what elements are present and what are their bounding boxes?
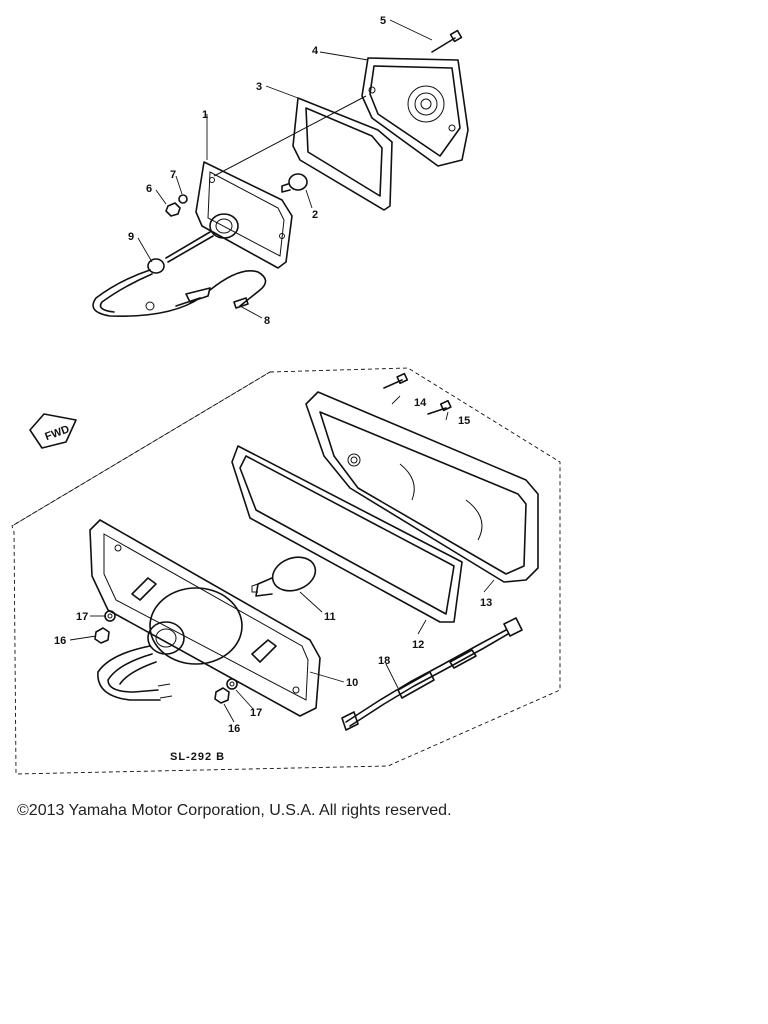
part-1-base-plate	[195, 161, 293, 269]
parts-diagram: 1 2 3 4 5 6 7 8 9 FWD	[11, 15, 561, 775]
part-17-washer-right	[226, 678, 238, 690]
callout-6: 6	[146, 183, 152, 195]
callout-17-left: 17	[76, 611, 88, 623]
part-6-nut	[165, 202, 181, 217]
callout-10: 10	[346, 677, 358, 689]
callout-7: 7	[170, 169, 176, 181]
callout-18-wire: 18	[378, 655, 390, 667]
callout-15: 15	[458, 415, 470, 427]
callout-3: 3	[256, 81, 262, 93]
assembly-boundary	[11, 367, 561, 775]
part-16-nut-left	[94, 627, 110, 644]
part-8-lead-wire	[175, 270, 267, 309]
callout-1: 1	[202, 109, 208, 121]
part-4-lens-housing	[361, 57, 469, 167]
callout-14: 14	[414, 397, 427, 409]
callout-16-left: 16	[54, 635, 66, 647]
callout-12: 12	[412, 639, 424, 651]
part-10-base-plate	[89, 519, 321, 717]
callout-17-right: 17	[250, 707, 262, 719]
fwd-arrow-mark: FWD	[29, 413, 77, 449]
callout-16-right: 16	[228, 723, 240, 735]
part-16-nut-right	[214, 687, 230, 704]
part-17-washer-left	[104, 610, 116, 622]
part-5-screw	[431, 29, 463, 53]
part-9-grommet-wire	[92, 231, 214, 317]
part-14-screw	[383, 372, 409, 389]
callout-2: 2	[312, 209, 318, 221]
callout-11: 11	[324, 611, 336, 623]
callout-5: 5	[380, 15, 386, 27]
top-assembly: 1 2 3 4 5 6 7 8 9	[92, 15, 469, 327]
sheet-code: SL-292 B	[170, 751, 225, 763]
callout-8: 8	[264, 315, 270, 327]
callout-13: 13	[480, 597, 492, 609]
part-11-bulb	[251, 556, 317, 597]
part-15-screw	[427, 399, 452, 415]
part-3-gasket	[292, 97, 393, 211]
callout-4: 4	[312, 45, 319, 57]
part-12-gasket	[231, 445, 463, 623]
part-7-washer	[178, 194, 188, 204]
copyright-notice: ©2013 Yamaha Motor Corporation, U.S.A. A…	[17, 802, 452, 819]
part-13-lens-housing	[305, 391, 539, 583]
part-2-bulb	[281, 173, 308, 193]
part-18-lead-wire	[341, 617, 523, 731]
bottom-assembly: FWD	[11, 367, 561, 775]
base-wires	[97, 645, 173, 701]
callout-9: 9	[128, 231, 134, 243]
